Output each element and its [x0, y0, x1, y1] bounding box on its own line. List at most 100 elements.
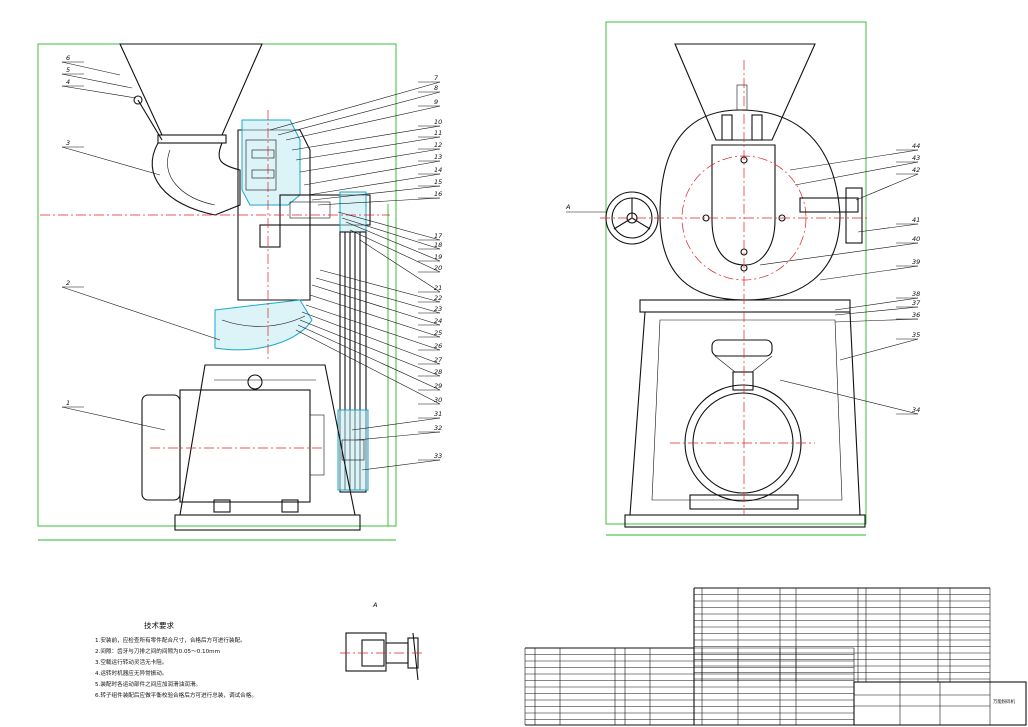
motor-foot-bolt-1	[213, 499, 231, 513]
technical-requirements: 技术要求 1.安装前，应检查所有零件配合尺寸，合格后方可进行装配。 2.间隙：齿…	[95, 620, 257, 699]
part-leader	[277, 91, 441, 136]
spindle-housing	[279, 194, 371, 226]
inspection-slot	[711, 339, 773, 357]
part-leader	[361, 459, 441, 471]
part-leader	[307, 173, 441, 196]
part-leader	[61, 61, 121, 76]
part-number: 16	[434, 190, 442, 198]
part-number: 36	[912, 311, 920, 319]
part-leader	[319, 269, 441, 303]
part-number: 2	[66, 279, 70, 287]
part-leader	[311, 284, 441, 326]
parts-list	[524, 587, 1026, 726]
part-number: 20	[434, 264, 442, 272]
part-leader	[309, 294, 441, 338]
part-number: 33	[434, 452, 442, 460]
part-leader	[295, 136, 441, 161]
requirement-line-6: 6.转子组件装配后应做平衡校验合格后方可进行总装，调试合格。	[95, 691, 257, 699]
bearing-seat	[289, 201, 331, 219]
handwheel-spoke-3	[631, 217, 651, 230]
part-leader	[269, 81, 441, 131]
part-leader	[355, 431, 441, 441]
crusher-housing	[659, 109, 841, 301]
right-view	[600, 21, 870, 536]
part-leader	[61, 85, 137, 99]
part-leader	[61, 146, 161, 176]
part-number: 30	[434, 396, 442, 404]
outlet-inner	[221, 315, 306, 327]
handwheel-spoke-2	[613, 217, 633, 230]
part-leader	[834, 318, 919, 323]
part-number: 8	[434, 84, 438, 92]
part-leader	[341, 217, 441, 250]
part-leader	[855, 173, 919, 201]
feed-gate-right	[751, 114, 763, 141]
part-leader	[303, 160, 441, 186]
part-number: 13	[434, 153, 442, 161]
requirement-line-5: 5.装配时各运动部件之间应加润滑油润滑。	[95, 680, 201, 688]
part-leader	[337, 211, 441, 241]
part-number: 27	[434, 356, 443, 364]
part-leader	[359, 239, 441, 293]
part-number: 6	[66, 54, 70, 62]
part-number: 23	[434, 305, 442, 313]
frame-top-plate	[639, 299, 851, 313]
part-number: 15	[434, 178, 442, 186]
door-clamp-block	[845, 187, 863, 244]
part-leader	[834, 306, 919, 316]
feed-chute-inner	[167, 149, 216, 206]
part-number: 43	[912, 154, 920, 162]
motor-body	[179, 389, 311, 503]
part-number: 34	[912, 406, 920, 414]
part-number: 5	[66, 66, 70, 74]
motor-lifting-eye	[247, 374, 263, 390]
part-number: 4	[66, 78, 70, 86]
part-number: 37	[912, 299, 921, 307]
part-number: 7	[434, 74, 439, 82]
part-leader	[301, 311, 441, 365]
part-leader	[297, 324, 441, 391]
part-leader	[299, 148, 441, 173]
requirement-line-1: 1.安装前，应检查所有零件配合尺寸，合格后方可进行装配。	[95, 636, 246, 644]
right-stand-base	[624, 514, 866, 528]
part-leader	[789, 149, 919, 171]
left-view	[37, 43, 397, 541]
part-leader	[839, 338, 919, 361]
part-number: 38	[912, 290, 920, 298]
left-part-labels: 6543217891011121314151617181920212223242…	[61, 54, 443, 471]
motor-support-ribs	[714, 355, 773, 373]
part-leader	[295, 329, 441, 405]
part-number: 40	[912, 235, 920, 243]
part-leader	[779, 379, 919, 415]
requirements-title: 技术要求	[144, 620, 174, 630]
feed-gate-left	[721, 114, 733, 141]
hopper	[119, 43, 263, 136]
part-leader	[349, 229, 441, 273]
part-number: 3	[66, 139, 70, 147]
part-number: 42	[912, 166, 920, 174]
right-hopper	[674, 43, 816, 141]
part-leader	[857, 223, 919, 233]
detail-view-label: A	[372, 601, 377, 609]
motor-foot-bolt-2	[281, 499, 299, 513]
part-leader	[291, 125, 441, 151]
part-leader	[317, 197, 441, 206]
rotor-blade-1	[251, 149, 275, 159]
feed-gate-rod	[137, 99, 163, 141]
part-number: 39	[912, 258, 920, 266]
part-number: 21	[434, 284, 442, 292]
spindle-nut	[259, 224, 281, 248]
part-number: 18	[434, 241, 442, 249]
machine-stand	[179, 364, 356, 516]
part-number: 31	[434, 410, 442, 418]
stand-base	[174, 514, 361, 531]
motor-shaft-cover	[309, 414, 325, 476]
door-clamp-arm	[799, 197, 859, 213]
part-leader	[834, 297, 919, 311]
rotor-blade-2	[251, 169, 275, 179]
part-number: 14	[434, 166, 442, 174]
requirement-line-4: 4.运转时机器应无异常振动。	[95, 669, 167, 677]
part-leader	[299, 319, 441, 377]
part-number: 9	[434, 98, 438, 106]
